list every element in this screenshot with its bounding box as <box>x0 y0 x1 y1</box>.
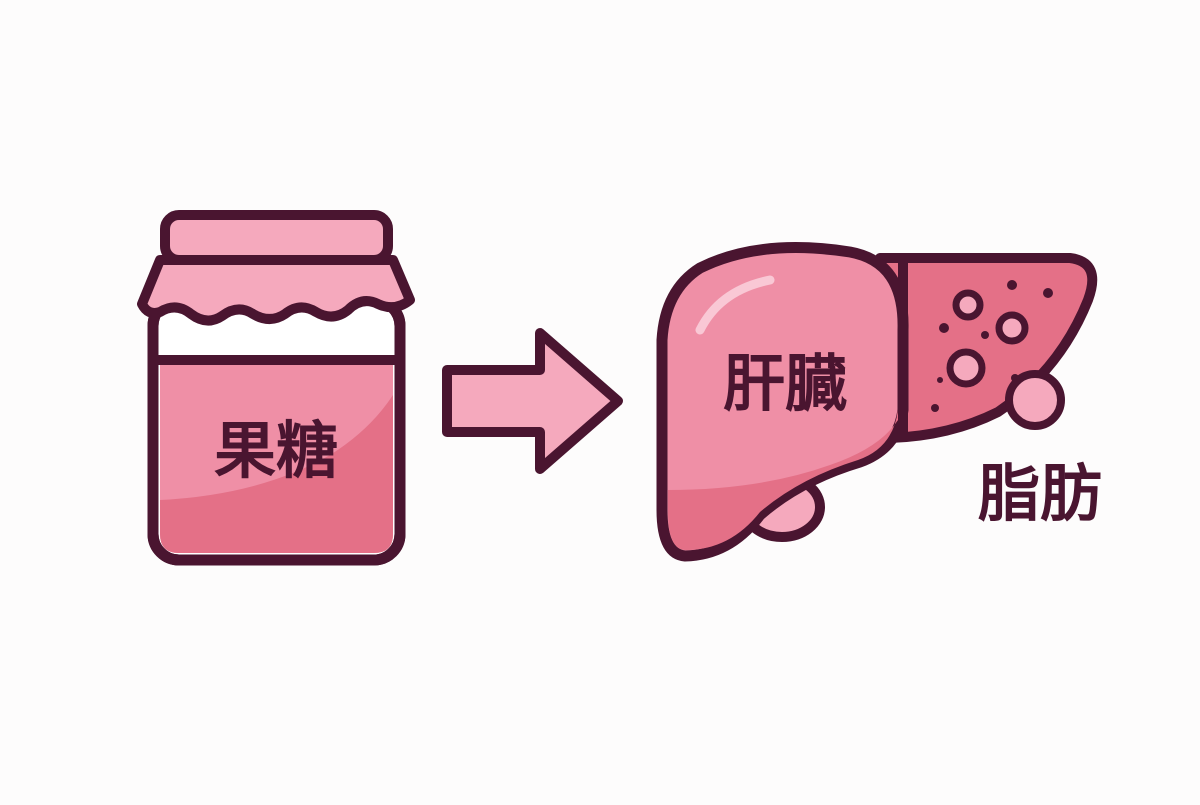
fatty-liver-icon: 肝臓 <box>656 242 1098 562</box>
fat-label: 脂肪 <box>978 457 1102 530</box>
liver-highlight <box>695 275 775 335</box>
jar-label: 果糖 <box>214 414 338 487</box>
liver-main-lobe <box>656 242 909 562</box>
fructose-jar-icon: 果糖 <box>137 210 415 566</box>
liver-label: 肝臓 <box>723 347 847 420</box>
right-arrow-icon <box>442 328 623 474</box>
jar-cloth-cover <box>137 255 415 326</box>
jar-liquid-shade <box>160 395 393 553</box>
fat-droplet-icon <box>1005 370 1065 430</box>
jar-lid <box>160 210 393 265</box>
